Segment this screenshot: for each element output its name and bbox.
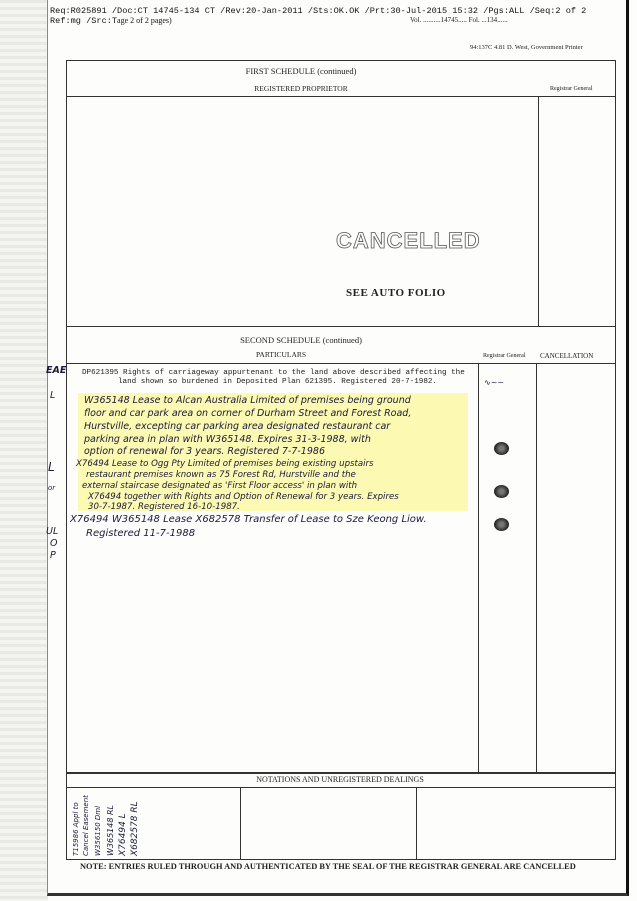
divider: [66, 787, 616, 788]
divider: [66, 363, 616, 364]
page-info: age 2 of 2 pages): [117, 16, 172, 25]
seal-icon: [494, 442, 509, 455]
margin-note: P: [50, 550, 56, 561]
divider: [538, 96, 539, 326]
margin-note: L: [48, 460, 55, 474]
registrar-initials: ∿~~: [484, 378, 505, 387]
seal-icon: [494, 518, 509, 531]
seal-icon: [494, 485, 509, 498]
margin-note: O: [50, 538, 58, 549]
second-schedule-box: [66, 326, 616, 774]
entry-lease-x76494: X76494 Lease to Ogg Pty Limited of premi…: [76, 459, 374, 469]
entry-easement: DP621395 Rights of carriageway appurtena…: [82, 369, 465, 377]
divider: [478, 363, 479, 773]
entry-lease-x76494: external staircase designated as 'First …: [82, 481, 358, 491]
first-schedule-title: FIRST SCHEDULE (continued): [245, 66, 357, 76]
ref-text: Ref:mg /Src:T: [50, 16, 118, 26]
first-schedule-box: [66, 60, 616, 327]
margin-note: or: [48, 484, 56, 492]
notation-handwritten: T15986 Appl to: [72, 802, 80, 856]
notation-handwritten: W365148 RL: [106, 804, 115, 856]
entry-lease-x76494: restaurant premises known as 75 Forest R…: [86, 470, 356, 480]
divider: [536, 363, 537, 773]
page-frame: [47, 0, 629, 896]
entry-lease-w365148: W365148 Lease to Alcan Australia Limited…: [84, 395, 411, 406]
footer-note: NOTE: ENTRIES RULED THROUGH AND AUTHENTI…: [80, 862, 576, 871]
second-schedule-title: SECOND SCHEDULE (continued): [240, 335, 362, 345]
entry-lease-w365148: floor and car park area on corner of Dur…: [84, 408, 412, 419]
entry-transfer: Registered 11-7-1988: [86, 528, 196, 539]
entry-lease-x76494: 30-7-1987. Registered 16-10-1987.: [88, 502, 240, 512]
col-registrar-general: Registrar General: [483, 353, 526, 359]
divider: [240, 787, 241, 859]
col-particulars: PARTICULARS: [255, 350, 307, 359]
printer-credit: 94:137C 4.81 D. West, Government Printer: [470, 44, 583, 51]
entry-lease-w365148: Hurstville, excepting car parking area d…: [84, 421, 391, 432]
notations-title: NOTATIONS AND UNREGISTERED DEALINGS: [256, 775, 424, 784]
see-auto-folio-stamp: SEE AUTO FOLIO: [346, 287, 446, 299]
entry-lease-w365148: parking area in plan with W365148. Expir…: [84, 434, 371, 445]
entry-transfer: X76494 W365148 Lease X682578 Transfer of…: [70, 514, 427, 525]
scan-edge: [0, 0, 48, 901]
notation-handwritten: X76494 L: [118, 813, 128, 856]
margin-note: L: [50, 390, 56, 401]
col-cancellation: CANCELLATION: [540, 352, 594, 360]
cancelled-stamp: CANCELLED: [336, 228, 481, 254]
highlight: [78, 393, 468, 511]
divider: [416, 787, 417, 859]
notation-handwritten: Cancel Easement: [82, 795, 90, 856]
reference-line: Ref:mg /Src:Tage 2 of 2 pages): [50, 16, 172, 26]
entry-lease-x76494: X76494 together with Rights and Option o…: [88, 492, 399, 502]
notation-handwritten: X682578 RL: [130, 801, 140, 856]
request-line: Req:R025891 /Doc:CT 14745-134 CT /Rev:20…: [50, 6, 587, 16]
margin-note: EAE: [46, 365, 67, 376]
divider: [66, 96, 616, 97]
col-registered-proprietor: REGISTERED PROPRIETOR: [254, 84, 348, 93]
entry-easement: land shown so burdened in Deposited Plan…: [118, 378, 437, 386]
vol-folio: Vol. ..........14745..... Fol. ...134...…: [410, 16, 508, 24]
margin-note: UL: [46, 526, 59, 537]
col-registrar-general: Registrar General: [550, 86, 593, 92]
entry-lease-w365148: option of renewal for 3 years. Registere…: [84, 446, 325, 457]
notations-box: [66, 772, 616, 860]
notation-handwritten: W356150 Dml: [94, 805, 102, 856]
